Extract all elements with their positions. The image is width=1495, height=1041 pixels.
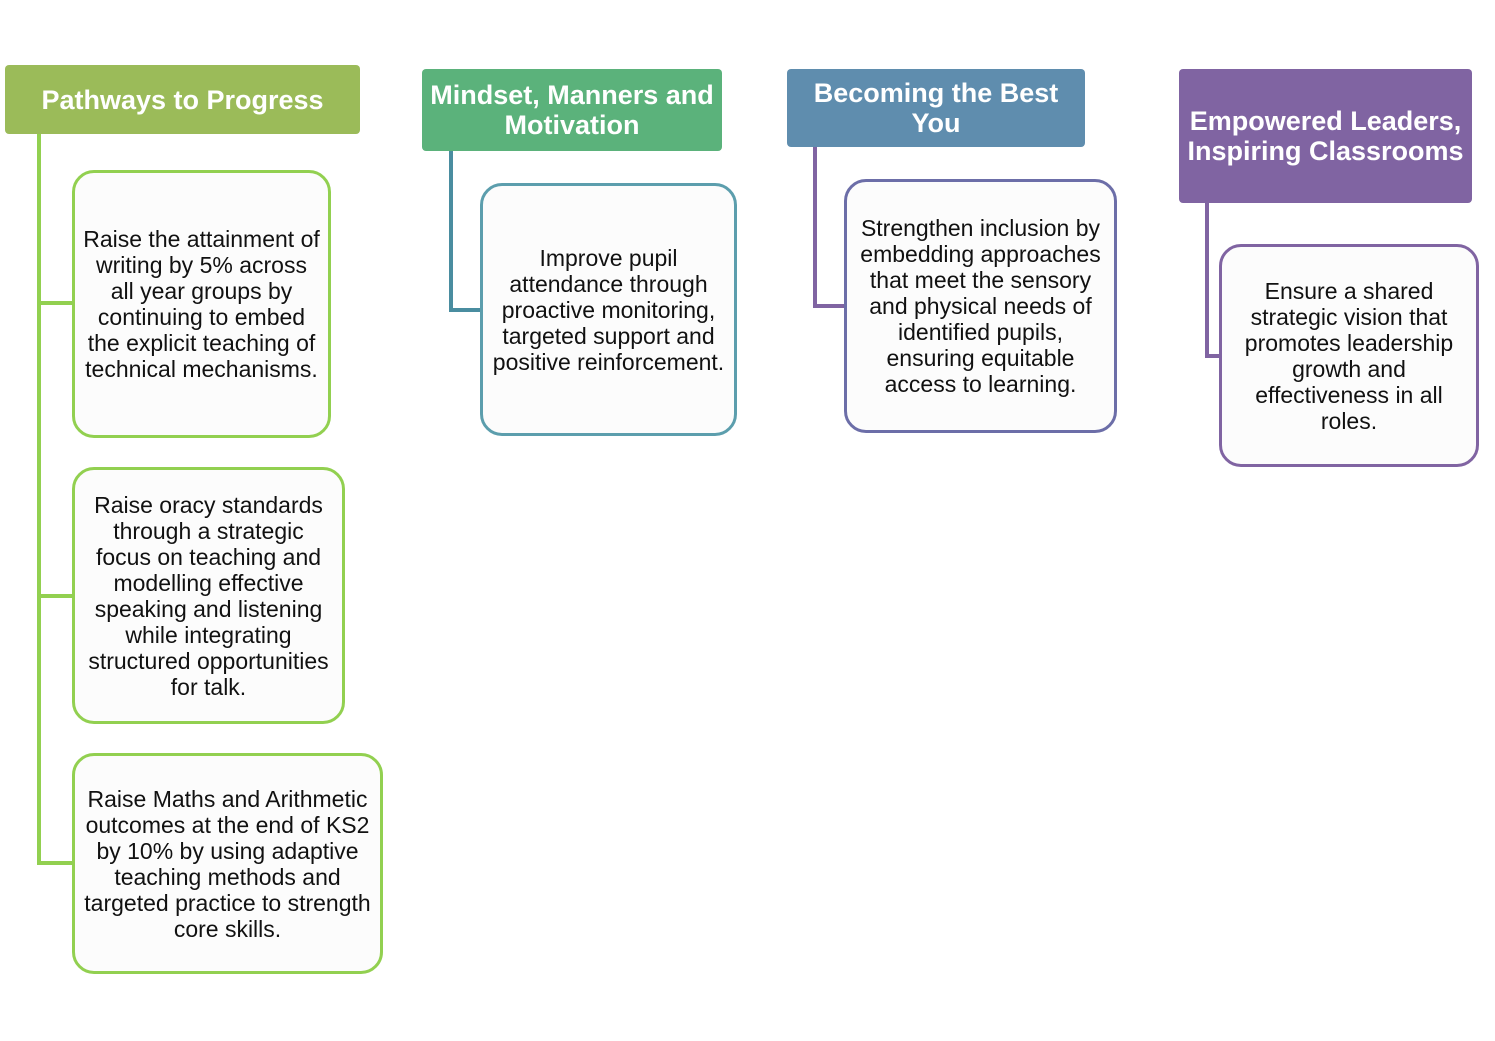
- connector-branch-pathways-3: [37, 861, 73, 865]
- connector-branch-pathways-2: [37, 594, 73, 598]
- connector-branch-pathways-1: [37, 301, 73, 305]
- connector-branch-best-you-1: [813, 304, 846, 308]
- column-header-pathways-to-progress: Pathways to Progress: [5, 65, 360, 134]
- connector-trunk-mindset: [449, 151, 453, 312]
- column-header-empowered-leaders: Empowered Leaders, Inspiring Classrooms: [1179, 69, 1472, 203]
- connector-trunk-best-you: [813, 147, 817, 308]
- goal-card-writing: Raise the attainment of writing by 5% ac…: [72, 170, 331, 438]
- connector-trunk-pathways: [37, 134, 41, 865]
- goal-card-maths: Raise Maths and Arithmetic outcomes at t…: [72, 753, 383, 974]
- goal-card-attendance: Improve pupil attendance through proacti…: [480, 183, 737, 436]
- goal-card-oracy: Raise oracy standards through a strategi…: [72, 467, 345, 724]
- connector-branch-mindset-1: [449, 308, 482, 312]
- goal-card-inclusion: Strengthen inclusion by embedding approa…: [844, 179, 1117, 433]
- column-header-mindset-manners-motivation: Mindset, Manners and Motivation: [422, 69, 722, 151]
- goal-card-leadership-vision: Ensure a shared strategic vision that pr…: [1219, 244, 1479, 467]
- connector-branch-leaders-1: [1205, 354, 1221, 358]
- connector-trunk-leaders: [1205, 203, 1209, 358]
- column-header-becoming-the-best-you: Becoming the Best You: [787, 69, 1085, 147]
